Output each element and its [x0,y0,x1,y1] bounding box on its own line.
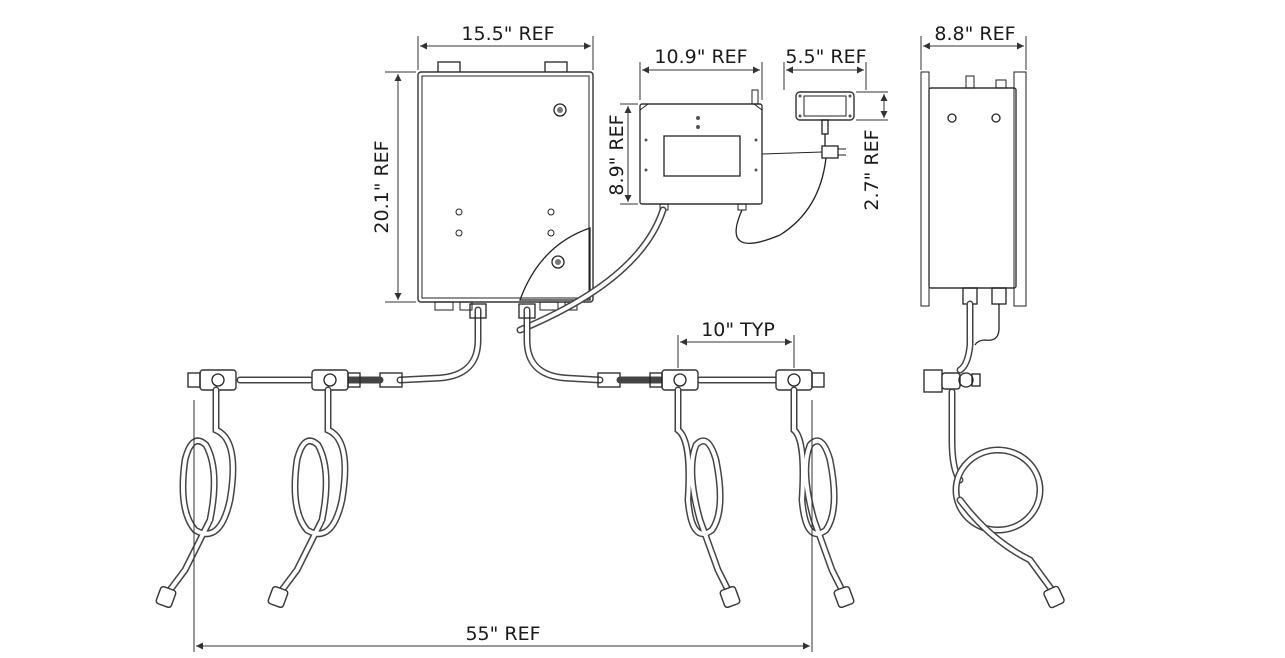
valve-4 [775,369,825,391]
overall-width-label: 55" REF [465,623,540,645]
hose-2 [267,386,349,609]
right-manifold [518,303,779,388]
dim-controller-height: 8.9" REF [606,103,638,205]
main-enclosure [417,61,594,311]
hose-3 [674,386,741,609]
valve-spacing-label: 10" TYP [701,319,775,341]
dim-junction-width: 5.5" REF [783,46,867,90]
hose-4 [790,386,855,609]
dim-side-depth: 8.8" REF [920,23,1027,70]
dim-overall-width: 55" REF [193,400,813,652]
valve-1 [187,369,237,391]
junction-cable [735,157,827,244]
main-width-label: 15.5" REF [461,23,554,45]
junction-box [795,91,855,159]
controller-junction-cable [761,151,823,155]
controller-height-label: 8.9" REF [606,114,628,195]
controller-width-label: 10.9" REF [654,46,747,68]
dim-junction-height: 2.7" REF [856,91,888,211]
dim-valve-spacing: 10" TYP [677,319,795,368]
side-view-hose [923,300,1065,609]
junction-width-label: 5.5" REF [785,46,866,68]
left-manifold [236,303,487,388]
dim-main-height: 20.1" REF [371,71,416,303]
valve-3 [649,369,699,391]
side-view-enclosure [920,71,1027,307]
junction-height-label: 2.7" REF [861,129,883,210]
side-depth-label: 8.8" REF [934,23,1015,45]
controller-box [639,89,763,211]
dim-controller-width: 10.9" REF [639,46,763,100]
main-height-label: 20.1" REF [371,140,393,233]
dim-main-width: 15.5" REF [417,23,594,70]
hose-1 [155,386,237,609]
